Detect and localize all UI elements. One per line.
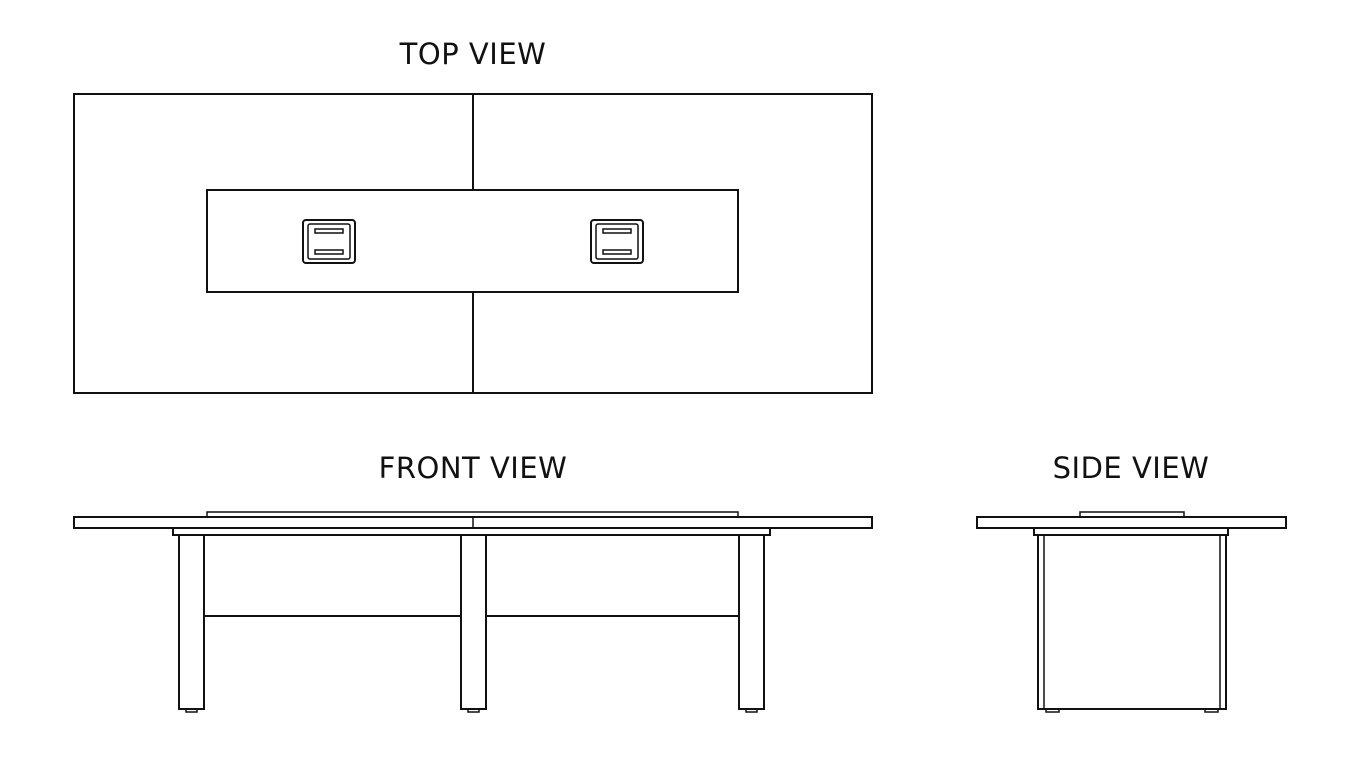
power-module-right: [590, 219, 644, 264]
leg-right: [738, 534, 765, 710]
side-glide-right: [1204, 708, 1219, 713]
center-raceway: [206, 189, 739, 293]
leg-left: [178, 534, 205, 710]
power-module-outer: [590, 219, 644, 264]
outlet-slot-upper: [314, 228, 344, 234]
power-module-inner: [595, 223, 639, 260]
side-view-drawing: [976, 511, 1287, 713]
side-apron-rail: [1033, 527, 1229, 536]
leg-center: [460, 534, 487, 710]
power-module-outer: [302, 219, 356, 264]
top-view-title: TOP VIEW: [399, 37, 547, 71]
top-view-drawing: [73, 93, 873, 394]
glide-right: [745, 708, 758, 713]
outlet-slot-lower: [602, 249, 632, 255]
outlet-slot-upper: [602, 228, 632, 234]
apron-rail: [172, 527, 771, 536]
side-view-title: SIDE VIEW: [1052, 451, 1210, 485]
side-tabletop-profile: [976, 516, 1287, 529]
glide-center: [467, 708, 480, 713]
power-module-left: [302, 219, 356, 264]
side-leg-panel: [1037, 534, 1227, 710]
side-glide-left: [1045, 708, 1060, 713]
glide-left: [185, 708, 198, 713]
power-module-inner: [307, 223, 351, 260]
front-view-drawing: [73, 511, 873, 713]
outlet-slot-lower: [314, 249, 344, 255]
front-view-title: FRONT VIEW: [378, 451, 568, 485]
